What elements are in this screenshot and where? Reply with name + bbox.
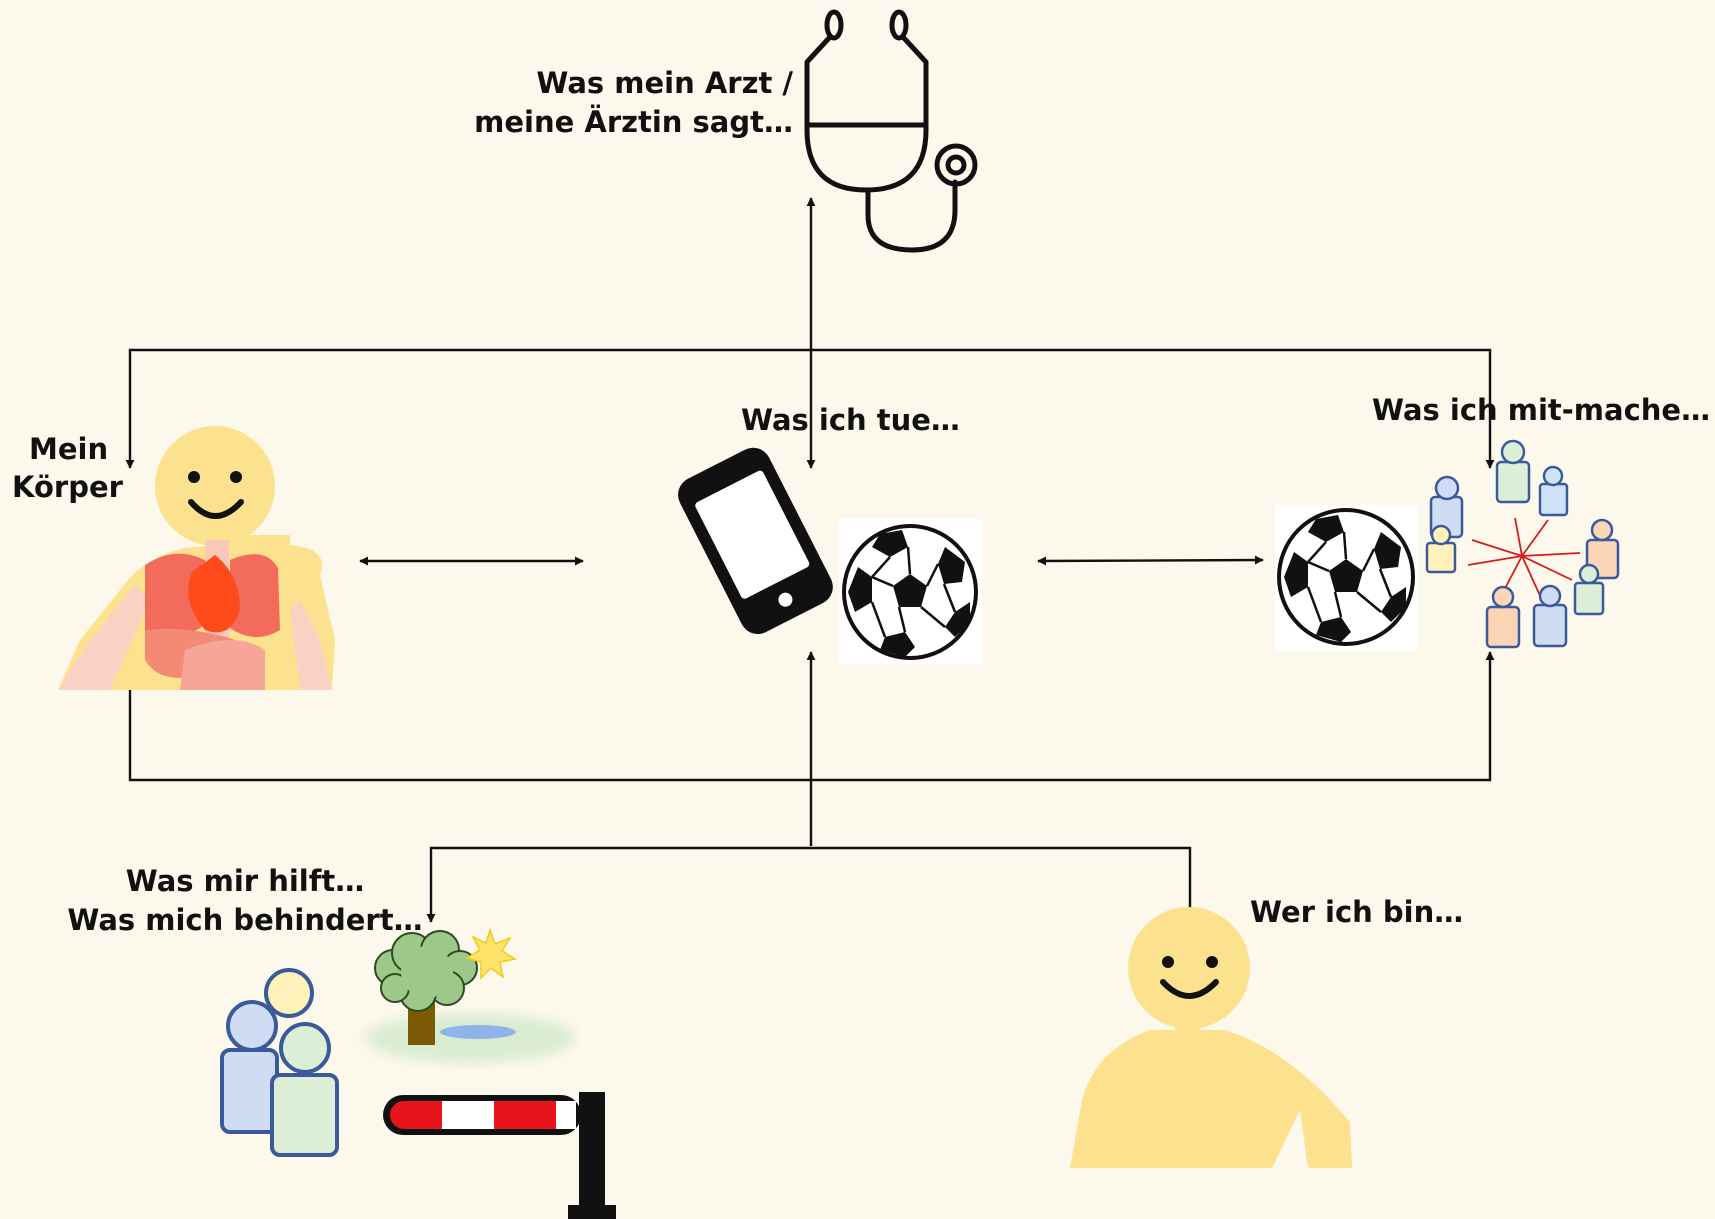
person-3 <box>1495 439 1531 504</box>
label-environment-line1: Was mir hilft… <box>125 864 365 898</box>
soccer-ball-icon <box>839 519 982 664</box>
label-doctor-line1: Was mein Arzt / <box>536 66 793 100</box>
connector-activity-participation <box>1037 555 1264 566</box>
stethoscope-icon <box>804 9 978 253</box>
smiling-person-icon <box>1070 907 1352 1168</box>
label-activity-text: Was ich tue… <box>741 403 960 437</box>
label-personal-text: Wer ich bin… <box>1250 895 1464 929</box>
person-6 <box>1573 563 1605 616</box>
connector-context-bracket <box>426 846 1195 923</box>
person-7 <box>1485 585 1521 649</box>
label-body-line1: Mein <box>29 432 109 466</box>
label-doctor-line2: meine Ärztin sagt… <box>474 105 793 139</box>
smartphone-icon <box>678 447 833 635</box>
label-body-line2: Körper <box>12 470 123 504</box>
label-environment: Was mir hilft… Was mich behindert… <box>60 862 430 940</box>
interaction-burst <box>1467 517 1581 601</box>
soccer-ball-icon-participation <box>1275 505 1417 651</box>
label-doctor: Was mein Arzt / meine Ärztin sagt… <box>470 64 793 142</box>
connectors <box>125 197 1495 923</box>
label-participation-text: Was ich mit-mache… <box>1372 393 1711 427</box>
label-body: Mein Körper <box>12 430 123 506</box>
person-4 <box>1538 465 1569 517</box>
label-activity: Was ich tue… <box>741 401 960 440</box>
people-icon <box>220 968 339 1157</box>
group-people-icon <box>1425 439 1620 649</box>
label-environment-line2: Was mich behindert… <box>67 903 423 937</box>
tree-sun-icon <box>365 927 575 1063</box>
label-participation: Was ich mit-mache… <box>1372 391 1710 430</box>
body-organs-icon <box>58 426 335 690</box>
barrier-gate-icon <box>383 1092 616 1219</box>
label-personal: Wer ich bin… <box>1250 893 1463 932</box>
person-2 <box>1425 524 1457 574</box>
person-8 <box>1532 584 1568 648</box>
